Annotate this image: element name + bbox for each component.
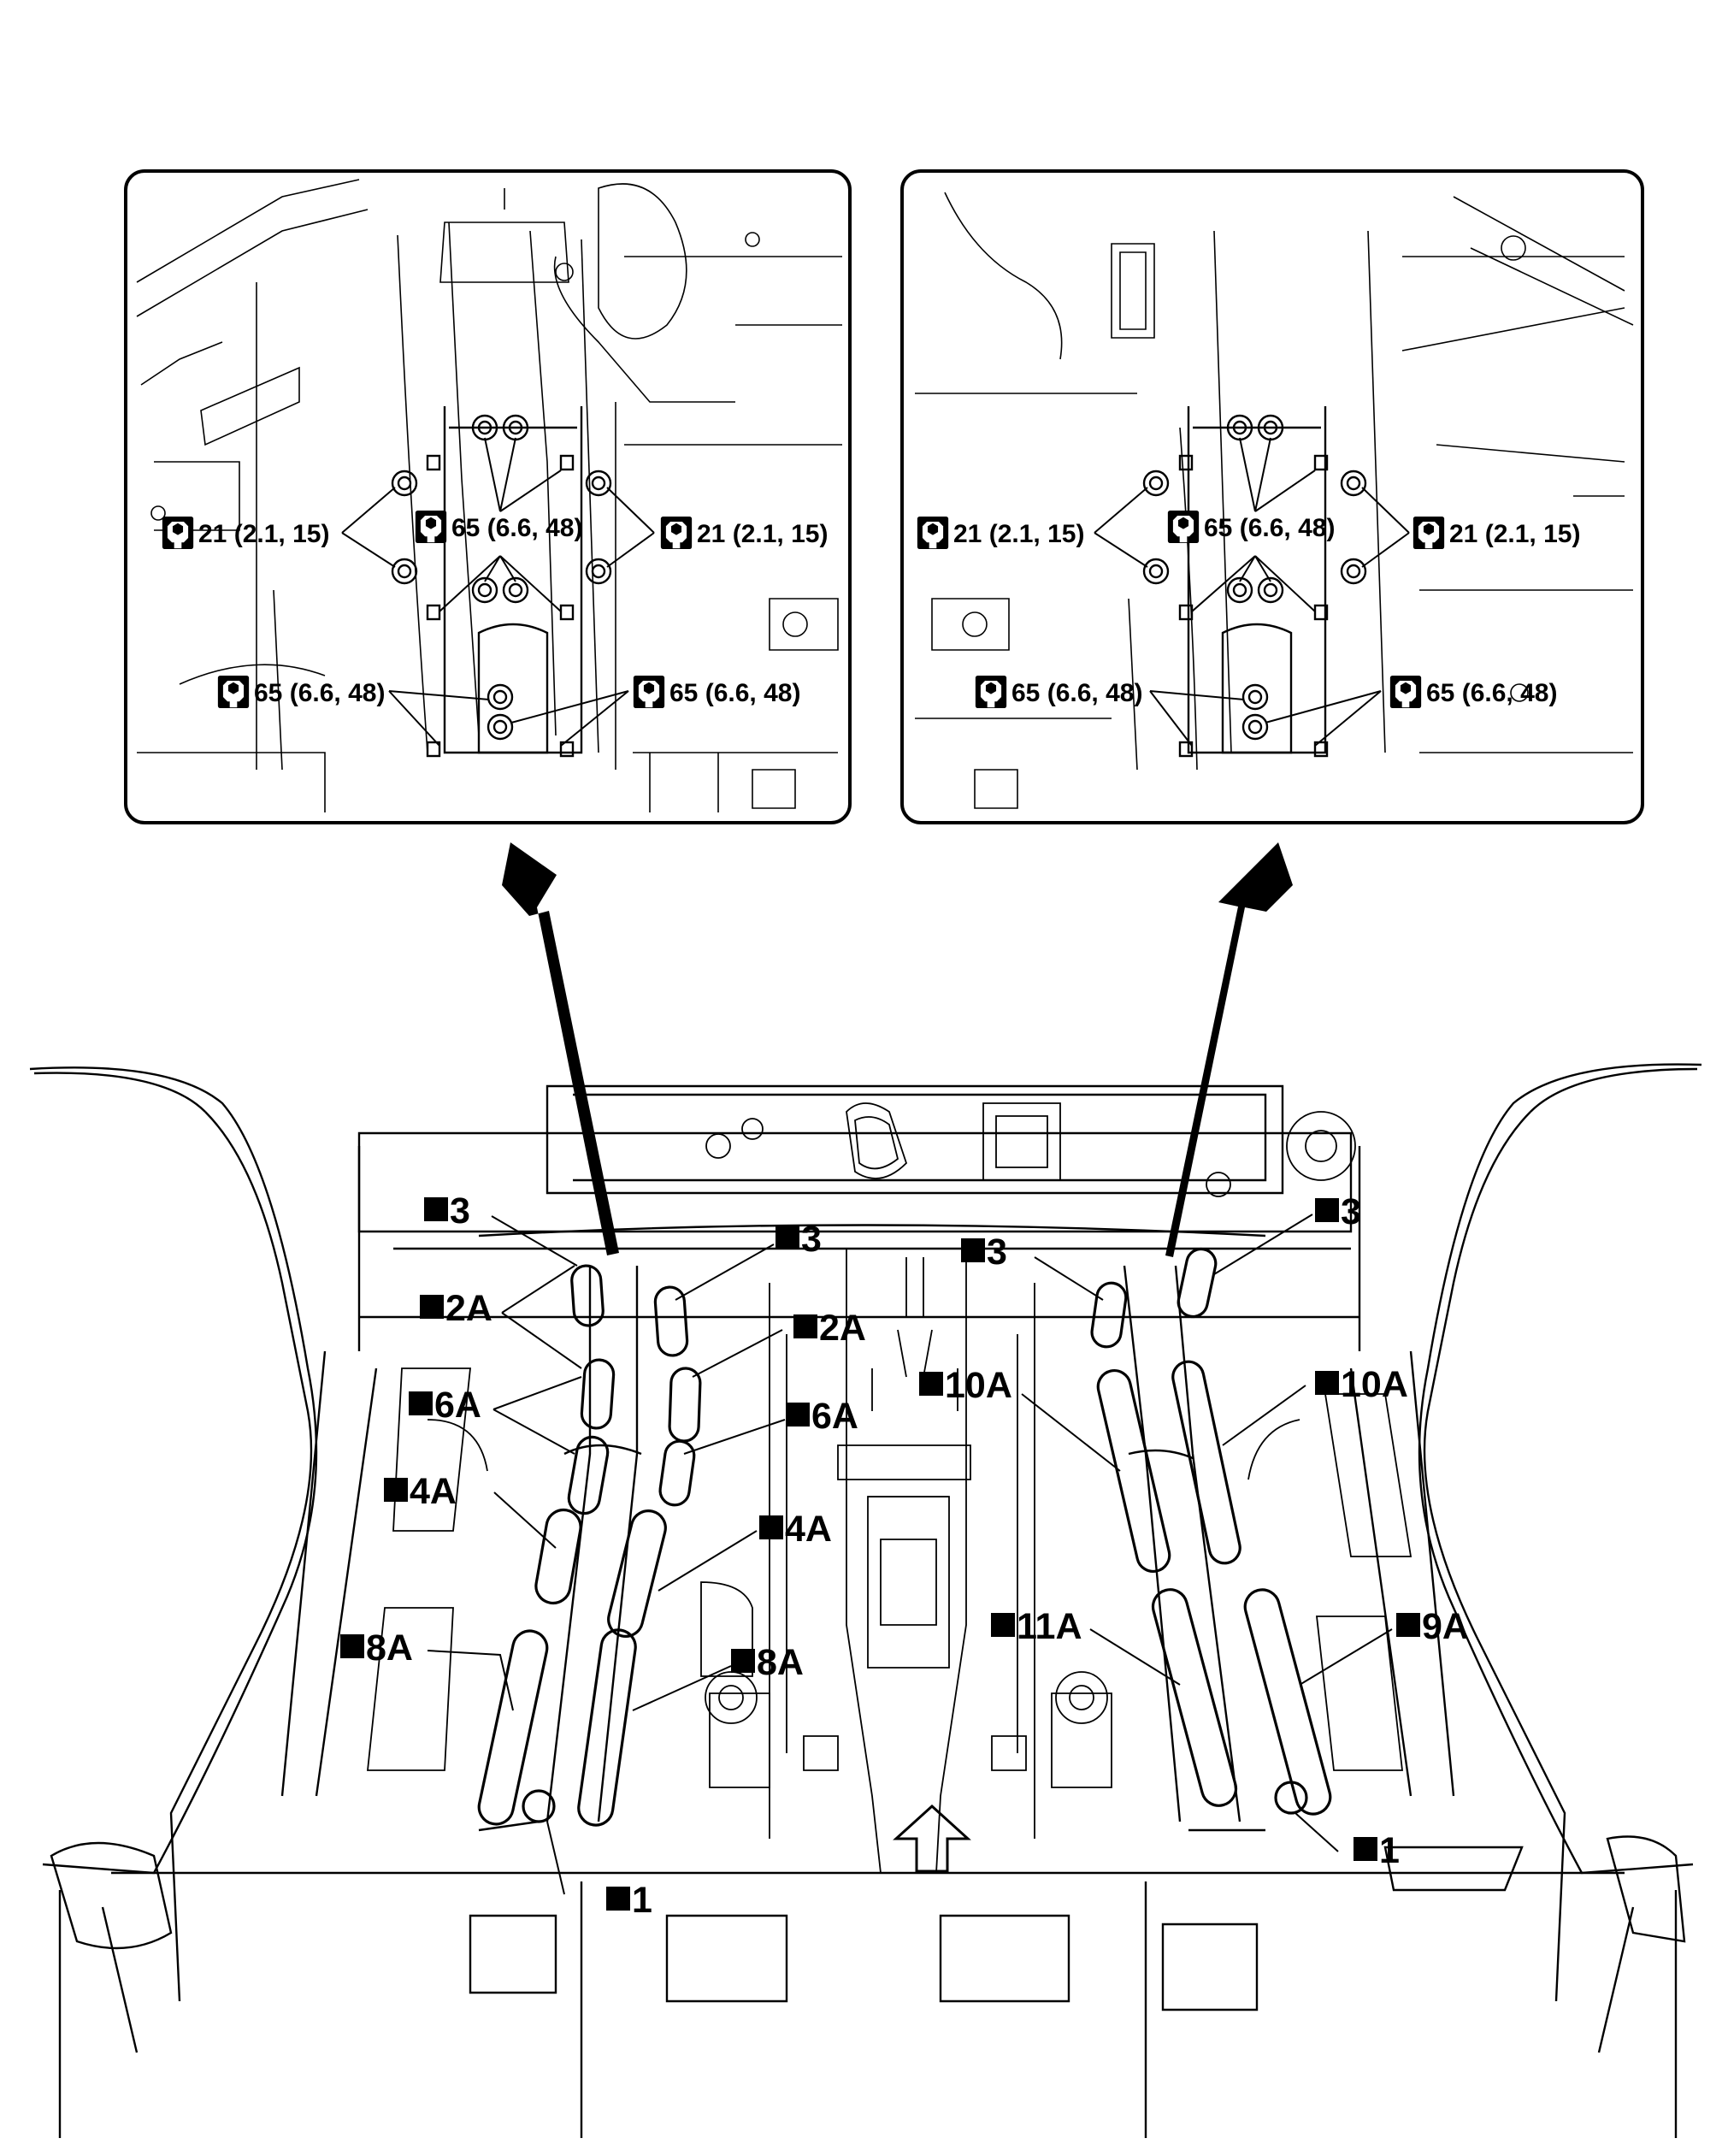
- label-3: 3: [450, 1190, 470, 1232]
- square-marker-icon: [919, 1372, 943, 1396]
- label-leaders: [427, 1214, 1393, 1895]
- detail-left-callouts: 21 (2.1, 15) 65 (6.6, 48) 21 (2.1, 15) 6…: [162, 511, 828, 708]
- square-marker-icon: [786, 1403, 810, 1427]
- square-marker-icon: [409, 1391, 433, 1415]
- square-marker-icon: [1354, 1837, 1377, 1861]
- torque-wrench-icon: [162, 517, 194, 549]
- front-direction-arrow-icon: [893, 1804, 971, 1873]
- torque-wrench-icon: [1412, 517, 1445, 549]
- label-8A: 8A: [757, 1642, 804, 1683]
- pointer-arrow-left: [502, 842, 619, 1255]
- label-9A: 9A: [1422, 1606, 1469, 1647]
- torque-callout: 21 (2.1, 15): [198, 520, 329, 548]
- torque-callout: 65 (6.6, 48): [451, 514, 582, 542]
- square-marker-icon: [606, 1887, 630, 1911]
- label-3: 3: [1341, 1191, 1361, 1232]
- torque-callout: 65 (6.6, 48): [1204, 514, 1335, 542]
- torque-callout: 21 (2.1, 15): [697, 520, 828, 548]
- callout-leaders: [1094, 437, 1410, 747]
- bolt-group: [391, 414, 612, 758]
- detail-panel-frame: [900, 169, 1644, 824]
- torque-wrench-icon: [633, 676, 665, 708]
- label-4A: 4A: [410, 1471, 457, 1512]
- torque-wrench-icon: [660, 517, 693, 549]
- square-marker-icon: [731, 1649, 755, 1673]
- structure-lines: [136, 179, 842, 812]
- detail-panel-right: [900, 169, 1644, 824]
- torque-wrench-icon: [1167, 511, 1200, 543]
- label-10A: 10A: [945, 1365, 1012, 1406]
- square-marker-icon: [961, 1238, 985, 1262]
- label-4A: 4A: [785, 1509, 832, 1550]
- detail-right-callouts: 21 (2.1, 15) 65 (6.6, 48) 21 (2.1, 15) 6…: [917, 511, 1580, 708]
- square-marker-icon: [1396, 1613, 1420, 1637]
- square-marker-icon: [776, 1226, 799, 1249]
- square-marker-icon: [424, 1197, 448, 1221]
- label-2A: 2A: [445, 1288, 492, 1329]
- square-marker-icon: [759, 1515, 783, 1539]
- torque-wrench-icon: [1389, 676, 1422, 708]
- label-1: 1: [1379, 1830, 1400, 1871]
- torque-wrench-icon: [217, 676, 250, 708]
- floor-rails: [478, 1265, 1265, 1832]
- torque-wrench-icon: [975, 676, 1007, 708]
- callout-leaders: [341, 437, 655, 747]
- detail-panel-left: [124, 169, 852, 824]
- square-marker-icon: [340, 1634, 364, 1658]
- torque-callout: 65 (6.6, 48): [254, 679, 385, 707]
- square-marker-icon: [1315, 1198, 1339, 1222]
- label-2A: 2A: [819, 1308, 866, 1349]
- main-labels: 3 3 3 3 2A 2A 6A 6A 4A 4A 8A 8A 10A 10A …: [340, 1190, 1469, 1921]
- detail-pointer-arrows: [502, 842, 1293, 1257]
- sealant-strips: [477, 1247, 1332, 1827]
- square-marker-icon: [991, 1613, 1015, 1637]
- label-6A: 6A: [811, 1396, 858, 1437]
- body-outline: [29, 1063, 1702, 2138]
- torque-wrench-icon: [415, 511, 447, 543]
- square-marker-icon: [384, 1478, 408, 1502]
- label-11A: 11A: [1017, 1606, 1082, 1647]
- label-3: 3: [987, 1232, 1007, 1273]
- torque-callout: 21 (2.1, 15): [953, 520, 1084, 548]
- square-marker-icon: [1315, 1371, 1339, 1395]
- label-8A: 8A: [366, 1627, 413, 1669]
- detail-panel-frame: [124, 169, 852, 824]
- underbody-main-view: [29, 1063, 1702, 2138]
- label-3: 3: [801, 1219, 822, 1260]
- reinforcement-bracket: [1187, 406, 1327, 754]
- torque-wrench-icon: [917, 517, 949, 549]
- label-6A: 6A: [434, 1385, 481, 1426]
- reinforcement-bracket: [443, 406, 583, 754]
- floor-features: [367, 1102, 1412, 1874]
- torque-callout: 65 (6.6, 48): [669, 679, 800, 707]
- label-1: 1: [632, 1880, 652, 1921]
- torque-callout: 65 (6.6, 48): [1011, 679, 1142, 707]
- torque-callout: 21 (2.1, 15): [1449, 520, 1580, 548]
- label-10A: 10A: [1341, 1364, 1408, 1405]
- pointer-arrow-right: [1165, 842, 1293, 1257]
- square-marker-icon: [793, 1314, 817, 1338]
- structure-lines: [915, 192, 1634, 809]
- square-marker-icon: [420, 1295, 444, 1319]
- torque-callout: 65 (6.6, 48): [1426, 679, 1557, 707]
